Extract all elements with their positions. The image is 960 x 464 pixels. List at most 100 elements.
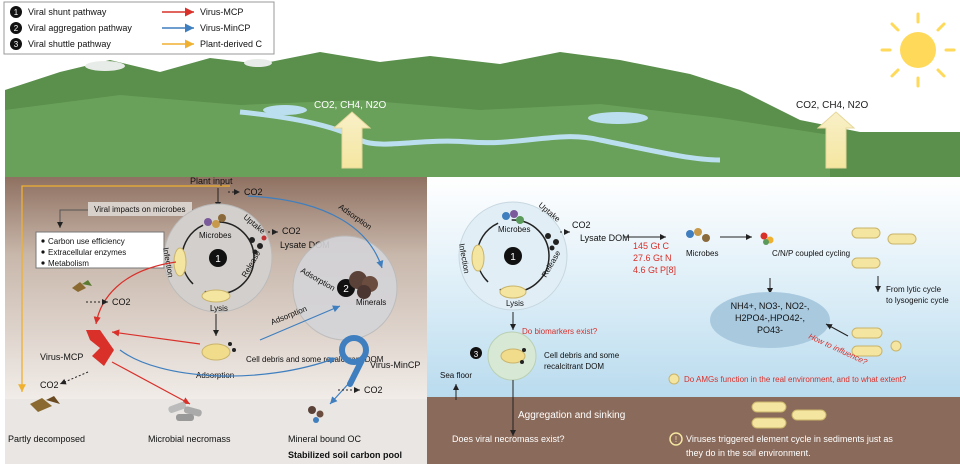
sun-icon [880, 12, 956, 88]
co2-label-plant: CO2 [112, 297, 131, 307]
co2-label-mincp: CO2 [364, 385, 383, 395]
mcp-from-debris-arrow [111, 329, 201, 345]
nutrients-line: NH4+, NO3-, NO2-, [731, 301, 810, 311]
lytic-label-1: From lytic cycle [886, 285, 942, 294]
mineral-bound-oc-icon [308, 406, 324, 423]
dom-particles-icon [249, 235, 267, 255]
microbial-necromass-label: Microbial necromass [148, 434, 231, 444]
microbes-label-2: Microbes [686, 249, 718, 258]
soil-bottom-band [5, 399, 427, 464]
aggregation-label: Aggregation and sinking [518, 410, 625, 421]
minerals-label: Minerals [356, 298, 386, 307]
necromass-question: Does viral necromass exist? [452, 434, 565, 444]
co2-label-mcp: CO2 [40, 380, 59, 390]
viral-impacts-box [88, 202, 192, 216]
partly-decomposed-label: Partly decomposed [8, 434, 85, 444]
nutrients-line: H2PO4-,HPO42-, [735, 313, 805, 323]
legend-box [3, 1, 275, 55]
co2-arrow [59, 371, 89, 385]
svg-text:Virus-MinCP: Virus-MinCP [200, 23, 250, 33]
lysing-cell-icon [499, 285, 527, 299]
lytic-label-2: to lysogenic cycle [886, 296, 949, 305]
lysate-dom-label: Lysate DOM [580, 233, 630, 243]
svg-text:3: 3 [14, 40, 19, 49]
microbes-label: Microbes [498, 225, 530, 234]
cnp-icon [760, 232, 774, 245]
mcp-from-microbes-arrow [93, 261, 177, 325]
cell-debris-label-2: recalcitrant DOM [544, 362, 604, 371]
svg-text:Viral shuttle pathway: Viral shuttle pathway [28, 39, 111, 49]
dom-particles-icon [545, 233, 559, 251]
pathway-3-marker [470, 347, 482, 359]
impacts-list-box [35, 231, 165, 269]
lysing-cell-icon [201, 289, 231, 303]
river [239, 109, 721, 163]
legend-arrow-virus-mcp: Virus-MCP [162, 7, 243, 17]
virus-mincp-icon [339, 335, 369, 387]
stock-p: 4.6 Gt P[8] [633, 265, 676, 275]
virus-mincp-label: Virus-MinCP [370, 360, 420, 370]
svg-text:1: 1 [215, 254, 221, 265]
partly-decomposed-icon [30, 396, 60, 412]
cell-debris-icon [500, 348, 526, 364]
mincp-to-mineral-arrow [329, 381, 351, 405]
legend-arrow-virus-mincp: Virus-MinCP [162, 23, 250, 33]
mineral-bound-oc-label: Mineral bound OC [288, 434, 362, 444]
amgs-question: Do AMGs function in the real environment… [684, 375, 907, 384]
ocean-panel: 1 Microbes Uptake Infection Release Lysi… [427, 177, 960, 464]
cell-debris-label: Cell debris and some recalcitrant DOM [246, 355, 384, 364]
nutrients-line: PO43- [757, 325, 783, 335]
pathway-1-marker [504, 247, 522, 265]
microbe-cluster-icon [502, 210, 524, 224]
emission-label-land: CO2, CH4, N2O [314, 100, 386, 111]
svg-text:3: 3 [474, 350, 479, 359]
landscape: CO2, CH4, N2O CO2, CH4, N2O [5, 12, 960, 177]
stabilized-pool-label: Stabilized soil carbon pool [288, 450, 402, 460]
sediment-note-2: they do in the soil environment. [686, 448, 811, 458]
plant-c-arrow [18, 185, 230, 392]
svg-text:Plant-derived C: Plant-derived C [200, 39, 263, 49]
lysogenic-to-nutrients-arrow [825, 323, 849, 337]
lysogenic-cells-icon [851, 327, 902, 357]
svg-text:2: 2 [14, 24, 19, 33]
lake [263, 105, 307, 115]
mincp-from-mcp-arrow [119, 349, 337, 377]
virus-mcp-icon [86, 330, 114, 366]
snow-cap [244, 59, 272, 67]
lysis-label: Lysis [506, 299, 524, 308]
sea-floor-label: Sea floor [440, 371, 472, 380]
sediment-note-1: Viruses triggered element cycle in sedim… [686, 434, 893, 444]
microbes-label: Microbes [199, 231, 231, 240]
adsorption-arrow-lower [259, 305, 341, 341]
impact-item: Carbon use efficiency [48, 237, 125, 246]
co2-label-top: CO2 [244, 187, 263, 197]
virus-mcp-label: Virus-MCP [40, 352, 83, 362]
lake [588, 112, 648, 124]
svg-text:Virus-MCP: Virus-MCP [200, 7, 243, 17]
lysate-dom-label: Lysate DOM [280, 240, 330, 250]
plant-input-label: Plant input [190, 176, 233, 186]
lysis-label: Lysis [210, 304, 228, 313]
legend-pathway-2: 2 Viral aggregation pathway [10, 22, 132, 34]
warning-icon: ! [669, 432, 683, 446]
soil-lysis-cycle: 1 Microbes Uptake Infection Release Lysi… [161, 203, 273, 313]
adsorption-arrow-top [247, 195, 384, 269]
soil-aggregation-cycle: 2 Minerals Adsorption [292, 235, 398, 341]
infected-cell-icon [471, 244, 485, 272]
plant-debris-icon [72, 280, 92, 292]
impact-item: Extracellular enzymes [48, 248, 126, 257]
svg-text:1: 1 [14, 8, 19, 17]
microbial-necromass-icon [168, 401, 202, 421]
emission-arrow-land [332, 111, 372, 169]
svg-text:1: 1 [510, 252, 516, 263]
legend: 1 Viral shunt pathway 2 Viral aggregatio… [3, 1, 275, 55]
snow-cap [85, 61, 125, 71]
microbe-cluster-icon [686, 228, 710, 242]
impact-item: Metabolism [48, 259, 89, 268]
amg-icon [668, 373, 680, 385]
sediment-cells-icon [751, 401, 827, 429]
minerals-icon [349, 271, 378, 299]
emission-label-ocean: CO2, CH4, N2O [796, 100, 868, 111]
